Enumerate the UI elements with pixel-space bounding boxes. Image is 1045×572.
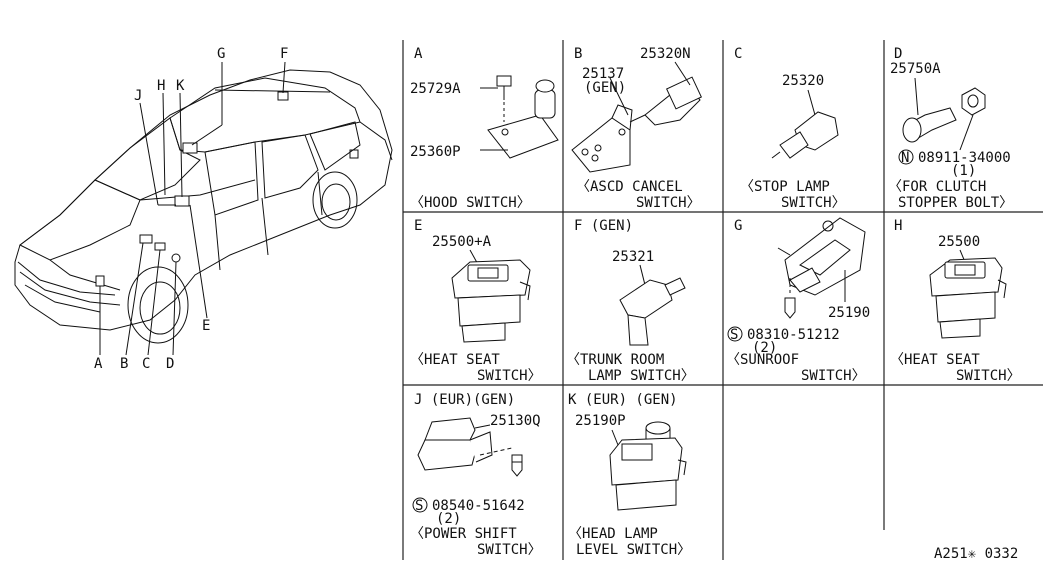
- car-label-f: F: [280, 46, 288, 62]
- n-circle-icon: [898, 149, 914, 165]
- panel-b-letter: B: [574, 46, 582, 62]
- s-circle-icon: [727, 326, 743, 342]
- panel-k-caption-1: 〈HEAD LAMP: [568, 526, 658, 542]
- panel-k-caption-2: LEVEL SWITCH〉: [576, 542, 691, 558]
- car-label-b: B: [120, 356, 128, 372]
- panel-d-caption-2: STOPPER BOLT〉: [898, 195, 1013, 211]
- part-08540-51642: 08540-51642: [432, 498, 525, 514]
- panel-h-caption-1: 〈HEAT SEAT: [890, 352, 980, 368]
- panel-g-letter: G: [734, 218, 742, 234]
- panel-j-letter: J (EUR)(GEN): [414, 392, 515, 408]
- panel-d-letter: D: [894, 46, 902, 62]
- heat-seat-switch-e-illustration: [451, 249, 531, 343]
- car-illustration: [14, 61, 393, 356]
- panel-e-letter: E: [414, 218, 422, 234]
- panel-k: K (EUR) (GEN) 25190P 〈HEAD LAMP LEVEL SW…: [568, 392, 691, 558]
- part-25500-a: 25500+A: [432, 234, 492, 250]
- panel-f-letter: F (GEN): [574, 218, 633, 234]
- ascd-cancel-switch-illustration: [571, 61, 703, 173]
- panel-k-letter: K (EUR) (GEN): [568, 392, 678, 408]
- panel-b-caption-2: SWITCH〉: [636, 195, 701, 211]
- part-08911-34000: 08911-34000: [918, 150, 1011, 166]
- panel-d: D 25750A N 08911-34000 (1) 〈FOR CLUTCH S…: [888, 46, 1013, 211]
- part-08310-qty: (2): [752, 340, 777, 356]
- part-25360p: 25360P: [410, 144, 461, 160]
- panel-c-letter: C: [734, 46, 742, 62]
- panel-g-circle-letter: S: [730, 327, 738, 343]
- panel-g-caption-2: SWITCH〉: [801, 368, 866, 384]
- stop-lamp-switch-illustration: [771, 89, 839, 159]
- car-label-g: G: [217, 46, 225, 62]
- panel-e: E 25500+A 〈HEAT SEAT SWITCH〉: [410, 218, 542, 384]
- clutch-stopper-bolt-illustration: [902, 77, 986, 151]
- panel-d-caption-1: 〈FOR CLUTCH: [888, 179, 986, 195]
- panel-c-caption-2: SWITCH〉: [781, 195, 846, 211]
- part-08911-qty: (1): [951, 163, 976, 179]
- panel-h-caption-2: SWITCH〉: [956, 368, 1021, 384]
- panel-j-caption-1: 〈POWER SHIFT: [410, 526, 517, 542]
- panel-g: G 25190 S 08310-51212 (2) 〈SUNROOF SWITC…: [726, 217, 870, 384]
- part-25320: 25320: [782, 73, 824, 89]
- part-25320n: 25320N: [640, 46, 691, 62]
- panel-e-caption-1: 〈HEAT SEAT: [410, 352, 500, 368]
- part-25190p: 25190P: [575, 413, 626, 429]
- car-label-h: H: [157, 78, 165, 94]
- part-25190: 25190: [828, 305, 870, 321]
- hood-switch-illustration: [480, 75, 559, 159]
- panel-a-letter: A: [414, 46, 423, 62]
- trunk-room-lamp-switch-illustration: [619, 264, 686, 346]
- panel-c: C 25320 〈STOP LAMP SWITCH〉: [734, 46, 846, 211]
- panel-b: B 25320N 25137 (GEN) 〈ASCD CANCEL SWITCH…: [571, 46, 703, 211]
- part-08540-qty: (2): [436, 511, 461, 527]
- car-label-d: D: [166, 356, 174, 372]
- car-label-k: K: [176, 78, 185, 94]
- panel-h-letter: H: [894, 218, 902, 234]
- panel-g-caption-1: 〈SUNROOF: [726, 352, 799, 368]
- panel-b-caption-1: 〈ASCD CANCEL: [576, 179, 683, 195]
- panel-f-caption-1: 〈TRUNK ROOM: [566, 352, 664, 368]
- part-25137-gen: (GEN): [584, 80, 626, 96]
- car-label-e: E: [202, 318, 210, 334]
- head-lamp-level-switch-illustration: [609, 421, 687, 511]
- panel-a-caption: 〈HOOD SWITCH〉: [410, 195, 531, 211]
- car-label-c: C: [142, 356, 150, 372]
- part-25729a: 25729A: [410, 81, 461, 97]
- panel-d-circle-letter: N: [901, 150, 909, 166]
- panel-h: H 25500 〈HEAT SEAT SWITCH〉: [890, 218, 1021, 384]
- heat-seat-switch-h-illustration: [929, 249, 1007, 339]
- part-25321: 25321: [612, 249, 654, 265]
- part-25500: 25500: [938, 234, 980, 250]
- part-25750a: 25750A: [890, 61, 941, 77]
- panel-e-caption-2: SWITCH〉: [477, 368, 542, 384]
- sunroof-switch-illustration: [777, 217, 866, 319]
- diagram-code: A251✳ 0332: [934, 546, 1018, 562]
- power-shift-switch-illustration: [417, 417, 523, 477]
- panel-j-caption-2: SWITCH〉: [477, 542, 542, 558]
- panel-f: F (GEN) 25321 〈TRUNK ROOM LAMP SWITCH〉: [566, 218, 695, 384]
- panel-a: A 25729A 25360P 〈HOOD SWITCH〉: [410, 46, 559, 211]
- panel-grid: [402, 40, 1043, 560]
- car-label-a: A: [94, 356, 103, 372]
- part-25137: 25137: [582, 66, 624, 82]
- car-label-j: J: [134, 88, 142, 104]
- part-08310-51212: 08310-51212: [747, 327, 840, 343]
- s-circle-icon-j: [412, 497, 428, 513]
- panel-j-circle-letter: S: [415, 498, 423, 514]
- part-25130q: 25130Q: [490, 413, 541, 429]
- panel-f-caption-2: LAMP SWITCH〉: [588, 368, 695, 384]
- panel-j: J (EUR)(GEN) 25130Q S 08540-51642 (2) 〈P…: [410, 392, 542, 558]
- panel-c-caption-1: 〈STOP LAMP: [740, 179, 830, 195]
